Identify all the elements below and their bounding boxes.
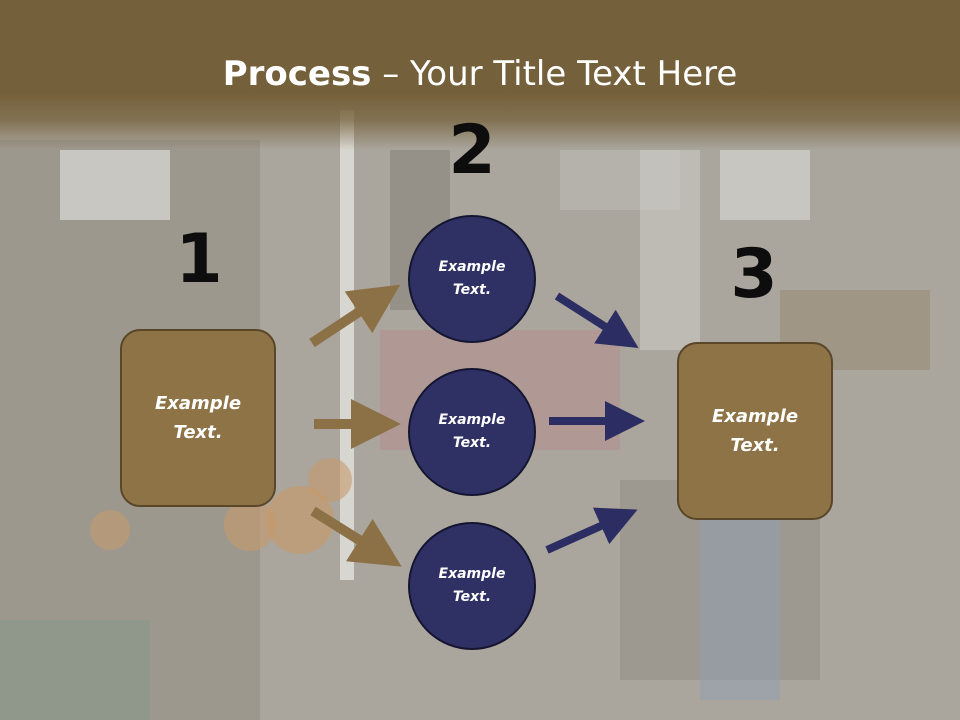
arrow-1-to-bottom xyxy=(310,506,402,567)
step-number-2: 2 xyxy=(448,111,496,190)
step-1-box-text: Example Text. xyxy=(154,393,242,443)
step-2-circle-bottom: Example Text. xyxy=(408,522,536,650)
step-2-circle-middle: Example Text. xyxy=(408,368,536,496)
step-number-3: 3 xyxy=(730,235,778,314)
step-1-box: Example Text. xyxy=(120,329,276,507)
circle-bottom-text: Example Text. xyxy=(438,566,506,605)
step-3-box-text: Example Text. xyxy=(711,406,799,456)
step-number-1: 1 xyxy=(175,220,223,299)
step-2-circle-top: Example Text. xyxy=(408,215,536,343)
circle-top-text: Example Text. xyxy=(438,259,506,298)
title-rest: – Your Title Text Here xyxy=(371,54,738,94)
slide-title: Process – Your Title Text Here xyxy=(0,52,960,96)
arrow-1-to-top xyxy=(309,284,401,348)
step-3-box: Example Text. xyxy=(677,342,833,520)
title-bold: Process xyxy=(222,54,372,94)
title-band xyxy=(0,0,960,150)
circle-middle-text: Example Text. xyxy=(438,412,506,451)
arrow-top-to-3 xyxy=(554,292,639,349)
arrow-bottom-to-3 xyxy=(545,507,638,554)
